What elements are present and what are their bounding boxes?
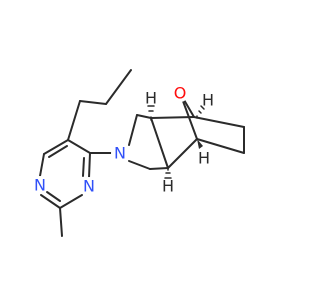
- bond-ring-c2-n3: [59, 194, 83, 209]
- bond-ring-c6-n1: [39, 153, 45, 177]
- bond-ring-c4-c5: [67, 139, 91, 154]
- bond-ring-c5-c6: [43, 139, 69, 155]
- hash-bond-h1: [147, 105, 155, 121]
- bond-ch2-bottom-c7a: [149, 167, 169, 170]
- atom-nitrogen-pyrimidine-1: N: [34, 176, 46, 195]
- bond-ring-n1-c2-double: [46, 191, 61, 202]
- atom-hydrogen-3: H: [162, 177, 174, 196]
- bond-methyl: [59, 207, 63, 237]
- bond-propyl-2: [79, 100, 107, 105]
- atom-oxygen: O: [174, 84, 187, 103]
- bond-bridgehead-1-ch2: [193, 116, 245, 128]
- bond-propyl-3: [67, 100, 81, 141]
- hash-bond-h2: [196, 105, 205, 119]
- bond-ring-n1-c2: [40, 194, 61, 209]
- atom-nitrogen-pyrrolidine: N: [114, 144, 126, 163]
- atom-hydrogen-4: H: [198, 149, 210, 168]
- bond-ring-n3-c4-double: [82, 157, 85, 177]
- atom-nitrogen-pyrimidine-2: N: [83, 177, 95, 196]
- molecule-canvas: O N N N H H H H: [34, 69, 245, 237]
- structure-drawing: O N N N H H H H: [34, 69, 245, 237]
- bond-propyl-1: [105, 69, 132, 105]
- bond-ring-c6-c6-double: [48, 145, 68, 158]
- bond-c3a-o-bridgehead-1: [150, 116, 195, 119]
- bond-c3a-c7a: [150, 117, 169, 169]
- bond-c7a-o-bridgehead-2: [167, 138, 198, 169]
- bond-ch2-bridgehead-2: [196, 138, 245, 154]
- bond-n-ch2-top: [128, 114, 138, 146]
- atom-hydrogen-1: H: [145, 89, 157, 108]
- hash-bond-h3: [164, 167, 172, 179]
- wedge-bond-h4: [197, 139, 203, 149]
- bond-n-ch2-bottom: [128, 160, 151, 170]
- bond-ring-n3-c4: [88, 152, 91, 179]
- atom-hydrogen-2: H: [202, 91, 214, 110]
- bond-ch2-top-c3a: [136, 114, 152, 119]
